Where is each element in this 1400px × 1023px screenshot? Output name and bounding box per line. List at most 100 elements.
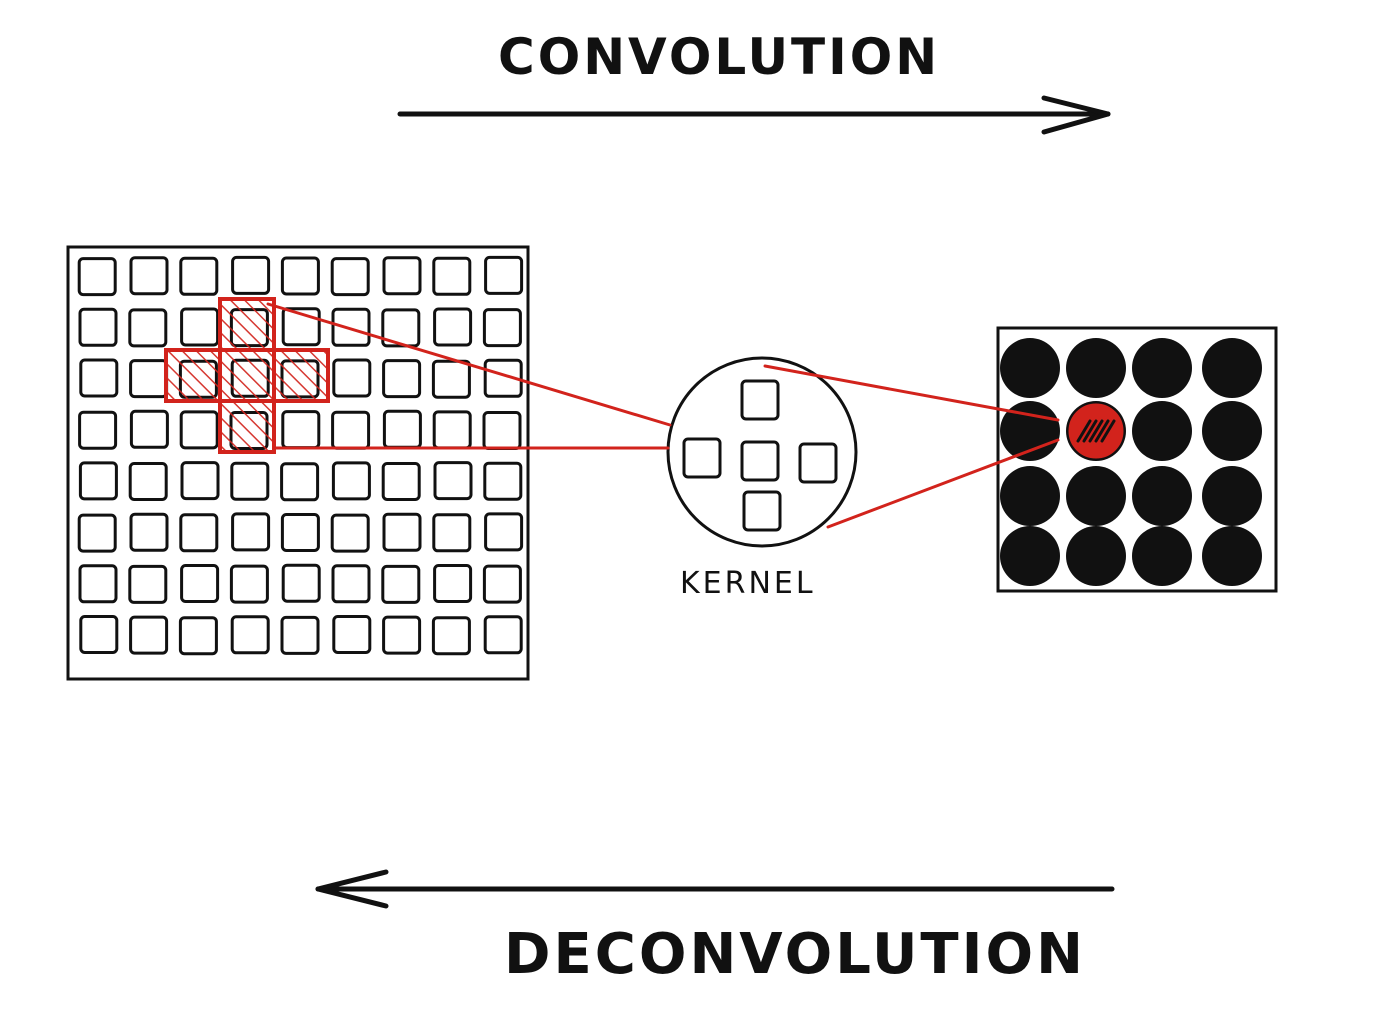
- highlighted-input-cell: [218, 399, 276, 454]
- input-cell: [129, 256, 169, 296]
- input-cell: [381, 308, 421, 348]
- projection-line: [826, 438, 1060, 529]
- highlighted-input-cell: [272, 348, 330, 403]
- input-cell: [331, 461, 371, 501]
- input-cell: [77, 513, 117, 553]
- output-cell: [1066, 466, 1126, 526]
- input-cell: [281, 410, 321, 450]
- input-grid: [66, 245, 530, 681]
- input-cell: [332, 358, 372, 398]
- kernel-cell: [742, 490, 782, 532]
- input-cell: [330, 257, 370, 297]
- input-cell: [381, 564, 421, 604]
- input-cell: [432, 256, 472, 296]
- input-cell: [78, 564, 118, 604]
- kernel-cell: [740, 440, 780, 482]
- highlighted-input-cell: [164, 348, 222, 403]
- output-cell: [1066, 338, 1126, 398]
- input-cell: [433, 564, 473, 603]
- input-cell: [179, 513, 219, 553]
- input-cell: [484, 255, 524, 295]
- input-cell: [382, 512, 422, 552]
- input-cell: [331, 307, 371, 347]
- input-cell: [280, 513, 320, 552]
- output-cell: [1066, 526, 1126, 586]
- input-cell: [331, 410, 371, 450]
- input-cell: [280, 462, 320, 502]
- input-cell: [482, 308, 522, 348]
- output-cell: [1202, 526, 1262, 586]
- input-cell: [79, 615, 119, 654]
- input-cell: [229, 564, 269, 604]
- projection-line: [266, 302, 672, 427]
- input-cell: [331, 564, 371, 604]
- input-cell: [78, 410, 118, 450]
- output-cell: [1000, 338, 1060, 398]
- convolution-label: CONVOLUTION: [498, 28, 941, 86]
- kernel-cell: [682, 437, 722, 479]
- input-cell: [281, 563, 321, 603]
- input-cell: [330, 513, 370, 553]
- input-cell: [332, 615, 372, 654]
- input-cell: [230, 461, 270, 501]
- input-cell: [129, 409, 169, 449]
- input-cell: [482, 564, 522, 604]
- input-cell: [382, 409, 422, 449]
- input-cell: [382, 256, 422, 296]
- input-cell: [179, 256, 219, 296]
- input-cell: [381, 462, 421, 501]
- input-cell: [431, 359, 471, 399]
- deconvolution-label: DECONVOLUTION: [504, 922, 1086, 987]
- input-cell: [382, 615, 422, 655]
- kernel-label: KERNEL: [680, 566, 816, 601]
- projection-lines: [266, 302, 1060, 529]
- input-cell: [433, 307, 473, 347]
- input-cell: [280, 256, 320, 296]
- kernel-outline: [666, 356, 858, 548]
- output-cell: [1202, 338, 1262, 398]
- input-cell: [382, 359, 422, 399]
- input-cell: [483, 461, 523, 501]
- output-cell: [1132, 338, 1192, 398]
- input-cell: [433, 461, 473, 501]
- output-cell: [1000, 466, 1060, 526]
- input-cell: [128, 308, 168, 348]
- input-cell: [432, 513, 472, 553]
- convolution-arrowhead: [1041, 95, 1111, 135]
- input-cell: [180, 564, 220, 603]
- input-cell: [482, 411, 522, 450]
- input-cell: [180, 307, 220, 347]
- input-cell: [129, 615, 169, 655]
- output-cell: [1202, 401, 1262, 461]
- input-cell: [78, 461, 118, 501]
- input-cell: [231, 255, 271, 295]
- kernel-cell: [798, 442, 838, 484]
- input-cell: [178, 616, 218, 656]
- highlighted-output-hatch: [1076, 419, 1116, 443]
- input-cell: [129, 359, 169, 399]
- output-grid-frame: [996, 326, 1278, 593]
- input-cell: [128, 462, 168, 501]
- output-cell: [1132, 466, 1192, 526]
- input-cell: [280, 615, 320, 655]
- output-cell: [1132, 401, 1192, 461]
- output-cell: [1000, 526, 1060, 586]
- kernel-circle: [666, 356, 858, 548]
- input-cell: [432, 410, 472, 450]
- projection-line: [763, 364, 1060, 422]
- input-cell: [484, 512, 524, 552]
- input-cell: [129, 512, 169, 552]
- input-grid-frame: [66, 245, 530, 681]
- input-cell: [230, 615, 270, 655]
- input-cell: [431, 616, 471, 656]
- input-cell: [79, 358, 119, 398]
- input-cell: [281, 307, 321, 347]
- input-cell: [77, 257, 117, 297]
- input-cell: [483, 615, 523, 655]
- direction-arrows: [315, 95, 1115, 909]
- input-cell: [180, 461, 220, 501]
- deconvolution-arrowhead: [315, 869, 389, 909]
- input-cell: [128, 564, 168, 604]
- kernel-cell: [740, 379, 780, 421]
